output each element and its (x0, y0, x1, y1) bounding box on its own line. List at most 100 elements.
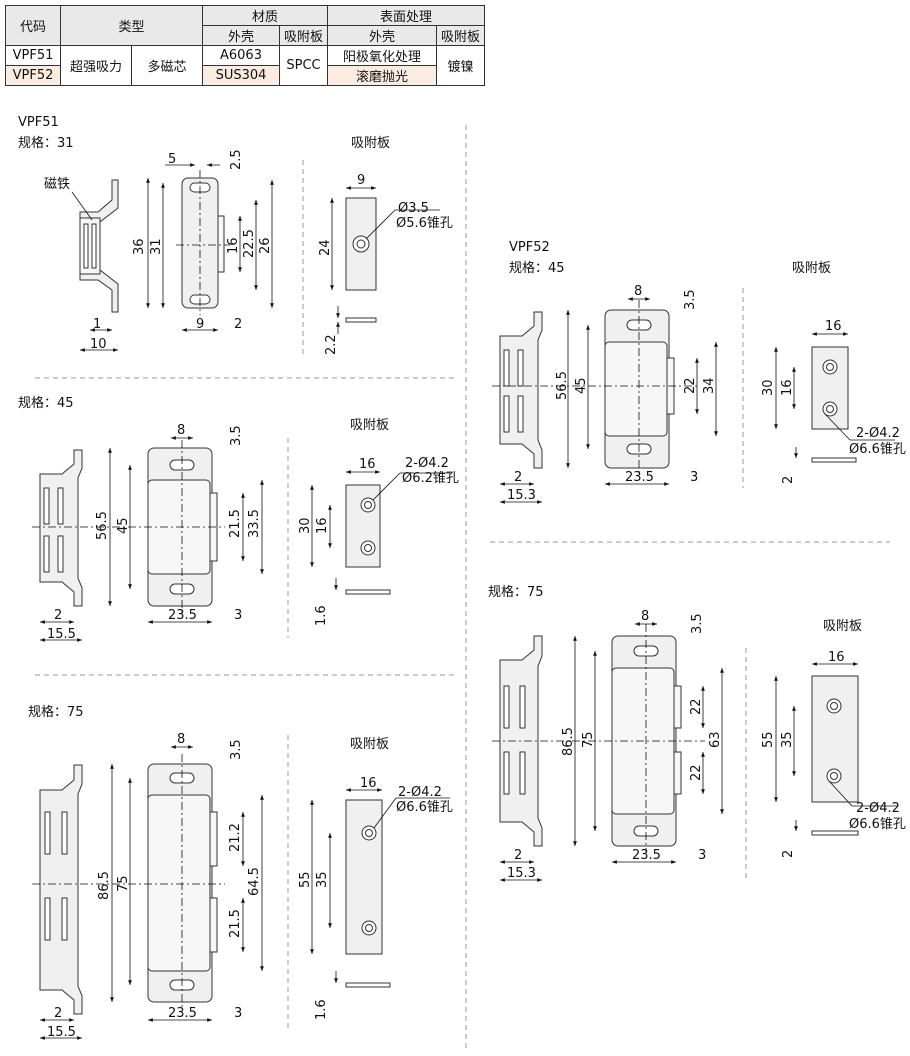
vpf52-75-dim-2: 2 (514, 848, 522, 863)
vpf52-75-dim-23-5: 23.5 (632, 848, 661, 863)
vpf52-75-plate-dim-35: 35 (780, 731, 795, 748)
d45-dim-56-5: 56.5 (95, 511, 110, 540)
vpf52-75-dim-86-5: 86.5 (561, 727, 576, 756)
plate45-dim-1-6: 1.6 (314, 605, 329, 626)
plate75-cone: Ø6.6锥孔 (396, 800, 453, 815)
d75-dim-3-5: 3.5 (229, 739, 244, 760)
label-plate-52-75: 吸附板 (823, 619, 862, 634)
spec-table: 代码 类型 材质 表面处理 外壳 吸附板 外壳 吸附板 VPF51 超强吸力 多… (5, 5, 486, 86)
plate75-dim-1-6: 1.6 (314, 999, 329, 1020)
vpf52-45-plate-cone: Ø6.6锥孔 (849, 442, 906, 457)
vpf51-31-front-view (181, 177, 225, 309)
dim-2: 2 (234, 317, 242, 332)
vpf52-75-plate-dim-2: 2 (781, 850, 796, 858)
vpf51-45-side-view (39, 449, 83, 607)
label-spec75-vpf52: 规格：75 (488, 584, 544, 600)
row-code-vpf51: VPF51 (5, 45, 61, 66)
vpf52-45-plate-dims (774, 332, 895, 458)
vpf51-31-dims (80, 163, 274, 352)
d75-dim-21-2: 21.2 (228, 823, 243, 852)
plate45-dim-16: 16 (359, 457, 376, 472)
vpf52-45-plate-dim-16v: 16 (780, 379, 795, 396)
plate45-dim-16v: 16 (315, 517, 330, 534)
d45-dim-15-5: 15.5 (47, 627, 76, 642)
vpf52-45-dim-15-3: 15.3 (507, 488, 536, 503)
vpf52-45-plate-dim-30: 30 (761, 379, 776, 396)
vpf51-75-plate (345, 799, 391, 988)
label-plate-45: 吸附板 (350, 418, 389, 433)
header-code: 代码 (5, 5, 61, 46)
dim-9: 9 (196, 317, 204, 332)
dim-31: 31 (149, 238, 164, 255)
vpf52-45-plate-hole: 2-Ø4.2 (856, 426, 900, 441)
d45-dim-45: 45 (116, 517, 131, 534)
d75-dim-21-5: 21.5 (228, 909, 243, 938)
vpf52-75-dim-3: 3 (698, 848, 706, 863)
d45-dim-33-5: 33.5 (247, 509, 262, 538)
vpf52-45-dim-2: 2 (514, 470, 522, 485)
d75-dim-23-5: 23.5 (168, 1006, 197, 1021)
vpf52-45-front-view (604, 309, 675, 469)
plate75-hole: 2-Ø4.2 (398, 785, 442, 800)
vpf52-45-dims (492, 297, 718, 504)
vpf52-75-dim-63: 63 (708, 731, 723, 748)
vpf51-45-plate (345, 484, 391, 595)
vpf52-45-side-view (499, 311, 543, 469)
d75-dim-86-5: 86.5 (97, 871, 112, 900)
d75-dim-15-5: 15.5 (47, 1025, 76, 1040)
dim-1: 1 (93, 317, 101, 332)
d45-dim-3-5: 3.5 (229, 425, 244, 446)
vpf51-45-plate-dims (310, 470, 450, 590)
vpf52-75-dim-3-5: 3.5 (690, 613, 705, 634)
vpf52-75-dim-15-3: 15.3 (507, 866, 536, 881)
d45-dim-23-5: 23.5 (168, 608, 197, 623)
vpf51-31-side-view (79, 179, 119, 313)
label-magnet: 磁铁 (44, 177, 70, 192)
vpf51-45-dims (32, 436, 264, 642)
vpf51-31-plate (345, 197, 377, 323)
plate45-cone: Ø6.2锥孔 (402, 471, 459, 486)
vpf52-45-plate (811, 346, 857, 463)
plate31-cone: Ø5.6锥孔 (396, 216, 453, 231)
label-spec45: 规格：45 (18, 395, 74, 411)
plate75-dim-55: 55 (298, 871, 313, 888)
vpf52-45-dim-3-5: 3.5 (683, 289, 698, 310)
dim-10: 10 (90, 337, 107, 352)
dim-36: 36 (132, 238, 147, 255)
d45-dim-21-5: 21.5 (228, 509, 243, 538)
d75-dim-64-5: 64.5 (247, 867, 262, 896)
surface-polish: 滚磨抛光 (327, 65, 438, 86)
label-spec31: 规格：31 (18, 135, 74, 151)
vpf52-45-dim-22: 22 (683, 377, 698, 394)
vpf52-75-dim-22a: 22 (689, 698, 704, 715)
dim-26: 26 (258, 237, 273, 254)
plate45-dim-30: 30 (298, 517, 313, 534)
type-multi-core: 多磁芯 (131, 45, 203, 86)
label-vpf51: VPF51 (18, 115, 59, 130)
vpf52-45-dim-45: 45 (574, 377, 589, 394)
vpf52-75-plate-dims (774, 662, 898, 831)
vpf51-75-front-view (147, 763, 218, 1003)
plate45-hole: 2-Ø4.2 (405, 456, 449, 471)
d75-dim-8: 8 (177, 732, 185, 747)
label-plate-75: 吸附板 (350, 737, 389, 752)
d75-dim-75: 75 (116, 875, 131, 892)
vpf52-75-plate-hole: 2-Ø4.2 (856, 801, 900, 816)
vpf52-75-dim-75: 75 (581, 731, 596, 748)
dim-16: 16 (226, 237, 241, 254)
surface-nickel: 镀镍 (436, 45, 486, 86)
material-a6063: A6063 (202, 45, 280, 66)
section-dividers (35, 125, 890, 1050)
label-spec45-vpf52: 规格：45 (509, 260, 565, 276)
header-material: 材质 (201, 5, 329, 26)
d75-dim-2: 2 (54, 1006, 62, 1021)
material-spcc: SPCC (278, 45, 329, 86)
row-code-vpf52: VPF52 (5, 65, 61, 86)
plate75-dim-16: 16 (360, 776, 377, 791)
vpf52-45-dim-8: 8 (634, 284, 642, 299)
header-surface: 表面处理 (327, 5, 486, 26)
vpf52-75-dim-8: 8 (641, 609, 649, 624)
vpf52-75-plate-dim-55: 55 (761, 731, 776, 748)
material-sus304: SUS304 (202, 65, 280, 86)
vpf52-45-dim-34: 34 (702, 377, 717, 394)
